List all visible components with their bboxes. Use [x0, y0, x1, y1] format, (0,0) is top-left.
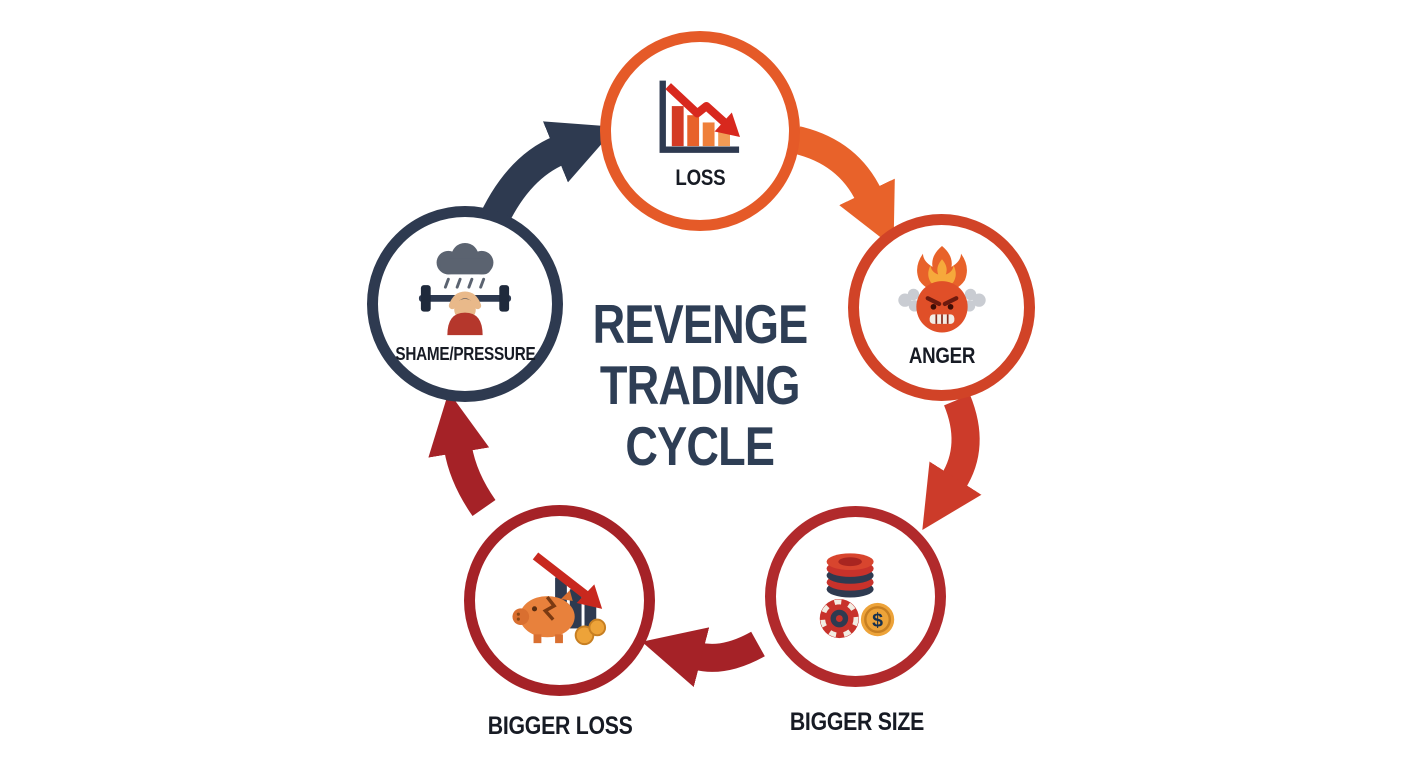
node-anger: ANGER	[848, 214, 1035, 401]
broken-piggy-bank-icon	[511, 551, 606, 645]
node-loss: LOSS	[600, 31, 800, 231]
arrow-loss-to-anger	[793, 126, 895, 248]
title-line-3: CYCLE	[625, 415, 776, 477]
node-loss-label: LOSS	[675, 165, 725, 190]
node-shame-pressure-label: SHAME/PRESSURE	[394, 344, 536, 364]
node-bigger-size: $	[765, 506, 946, 687]
node-bigger-loss	[464, 505, 655, 696]
declining-chart-icon	[659, 80, 740, 153]
poker-chips-coin-icon: $	[819, 552, 894, 638]
arrow-bigger-loss-to-shame	[428, 391, 496, 517]
node-bigger-size-label: BIGGER SIZE	[789, 708, 925, 736]
node-shame-pressure: SHAME/PRESSURE	[367, 206, 563, 402]
arrow-bigger-size-to-bigger-loss	[641, 627, 765, 687]
arrow-anger-to-bigger-size	[922, 394, 982, 531]
node-bigger-loss-label: BIGGER LOSS	[487, 712, 633, 740]
angry-fire-face-icon	[897, 246, 986, 333]
diagram-title: REVENGE TRADING CYCLE	[545, 294, 855, 477]
title-line-2: TRADING	[600, 354, 801, 416]
node-anger-label: ANGER	[908, 343, 975, 368]
title-line-1: REVENGE	[592, 293, 809, 355]
dollar-sign-glyph: $	[872, 609, 883, 631]
rain-cloud-pressure-icon	[418, 243, 512, 336]
